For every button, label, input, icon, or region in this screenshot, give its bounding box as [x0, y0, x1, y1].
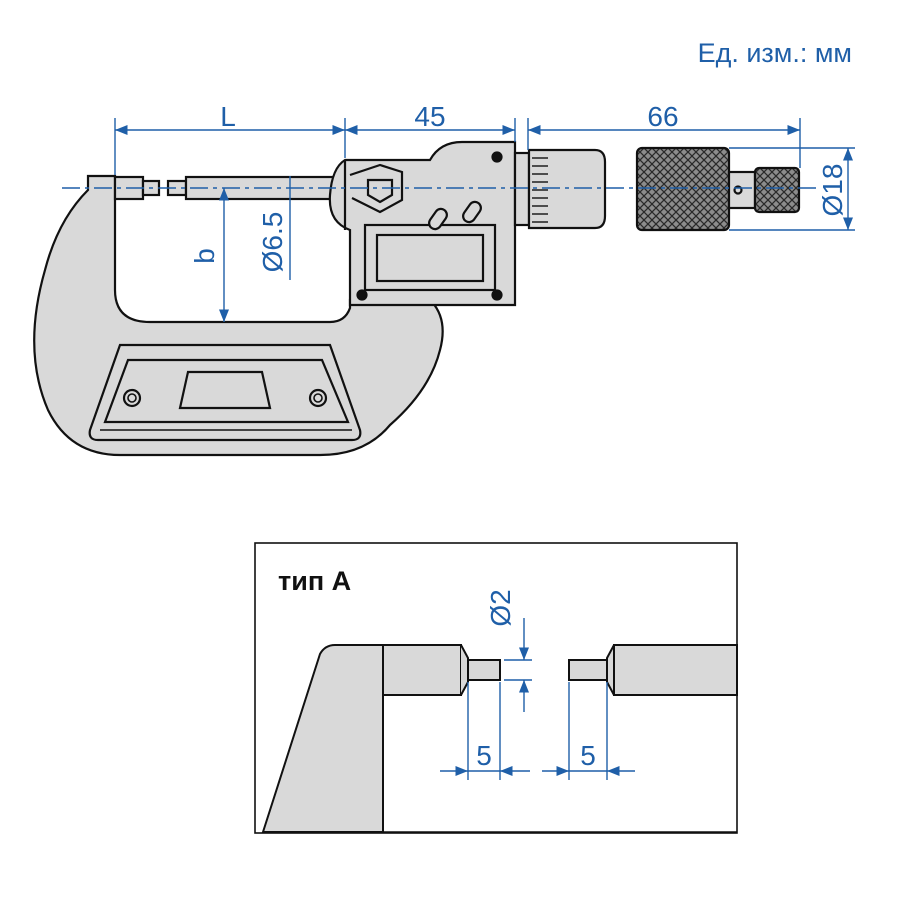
grip-screw-right — [308, 388, 328, 408]
button-1 — [428, 207, 448, 231]
grip-window — [178, 370, 272, 410]
dim-depth-label: b — [189, 248, 220, 264]
clamp-lever — [366, 178, 394, 204]
detail-spindle-tip — [568, 659, 608, 681]
thimble-knurl — [635, 146, 731, 232]
ratchet-knurl — [753, 166, 801, 214]
detail-title: тип A — [278, 566, 351, 596]
detail-view: тип A Ø2 5 5 — [254, 542, 738, 834]
dim-thimble-label: 66 — [647, 101, 678, 132]
detail-tip-diameter-label: Ø2 — [485, 589, 516, 626]
main-dimensions — [114, 118, 855, 322]
grip-screw-left — [122, 388, 142, 408]
units-label: Ед. изм.: мм — [698, 38, 852, 68]
thimble-graduated — [527, 148, 607, 230]
dim-thimble-diameter-label: Ø18 — [817, 164, 848, 217]
detail-frame-body — [261, 644, 384, 833]
sleeve — [513, 151, 531, 227]
dim-frame-label: 45 — [414, 101, 445, 132]
lcd-display — [375, 233, 485, 283]
micrometer-body — [33, 140, 801, 457]
detail-anvil-tip — [467, 659, 501, 681]
button-2 — [462, 200, 482, 224]
detail-anvil — [382, 644, 462, 696]
dim-length-label: L — [220, 101, 236, 132]
detail-tip-left-label: 5 — [476, 740, 492, 771]
detail-tip-right-label: 5 — [580, 740, 596, 771]
dim-spindle-diameter-label: Ø6.5 — [257, 212, 288, 273]
detail-spindle — [613, 644, 738, 696]
